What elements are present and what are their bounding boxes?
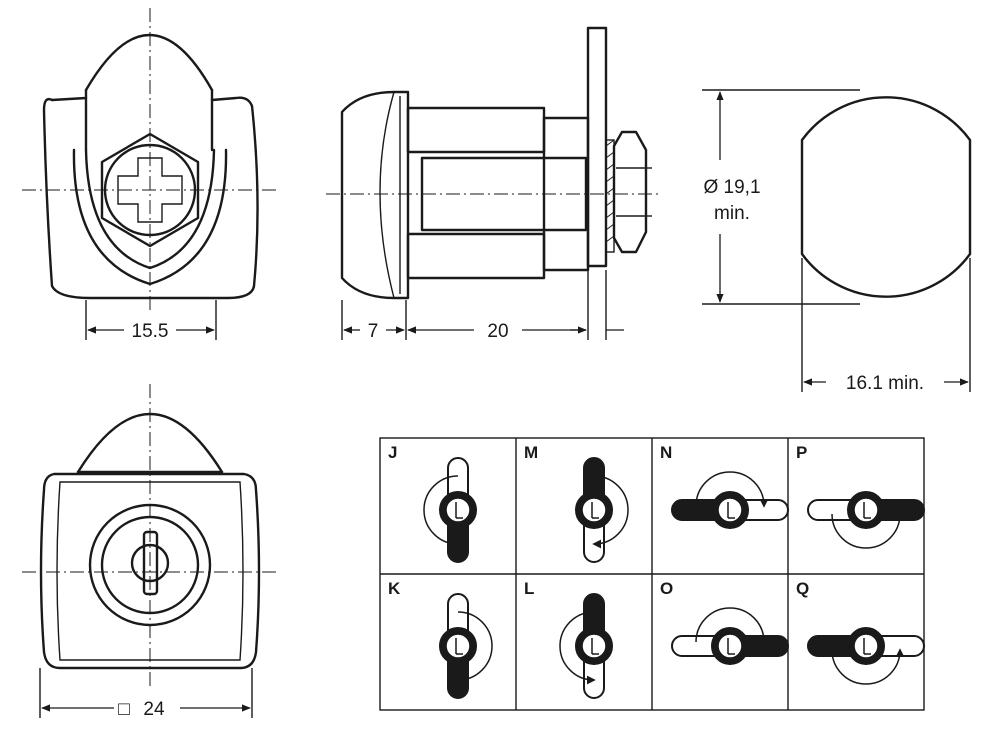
rotation-cell-letter: K bbox=[388, 579, 401, 598]
thread-hatching bbox=[605, 139, 615, 243]
rotation-cell-m: M bbox=[524, 443, 629, 563]
rotation-table bbox=[379, 437, 925, 711]
rotation-cell-p: P bbox=[796, 443, 925, 549]
rotation-cell-q: Q bbox=[796, 579, 925, 685]
rotation-cell-letter: L bbox=[524, 579, 534, 598]
rotation-cell-o: O bbox=[660, 579, 789, 665]
key-slot bbox=[727, 638, 735, 655]
rotation-cell-n: N bbox=[660, 443, 789, 529]
rotation-cell-letter: P bbox=[796, 443, 807, 462]
rotation-cell-letter: Q bbox=[796, 579, 809, 598]
rotation-arrow-icon bbox=[423, 475, 460, 549]
rotation-arrow-icon bbox=[831, 648, 905, 685]
lock-core bbox=[581, 633, 607, 659]
key-slot bbox=[455, 638, 463, 655]
key-slot bbox=[455, 502, 463, 519]
rotation-arrow-icon bbox=[831, 512, 905, 549]
rear-view: □ 24 bbox=[22, 384, 278, 720]
square-face-dimension: 24 bbox=[143, 699, 165, 720]
rotation-arrow-icon bbox=[695, 607, 769, 644]
body-length-dimension: 20 bbox=[487, 321, 508, 342]
lock-core bbox=[445, 497, 471, 523]
rotation-cell-letter: N bbox=[660, 443, 672, 462]
lock-core bbox=[717, 633, 743, 659]
rotation-arrow-icon bbox=[456, 611, 493, 685]
rotation-cells: J M N P K L O Q bbox=[388, 443, 925, 699]
lock-core bbox=[853, 633, 879, 659]
rotation-cell-letter: M bbox=[524, 443, 538, 462]
rotation-cell-l: L bbox=[524, 579, 613, 699]
front-view: 15.5 bbox=[22, 8, 278, 342]
key-slot bbox=[863, 502, 871, 519]
front-width-dimension: 15.5 bbox=[132, 321, 169, 342]
key-slot bbox=[591, 638, 599, 655]
cutout-diameter-min-label: min. bbox=[714, 203, 750, 224]
lock-core bbox=[717, 497, 743, 523]
lock-core bbox=[853, 497, 879, 523]
rotation-cell-j: J bbox=[388, 443, 477, 563]
cap-depth-dimension: 7 bbox=[368, 321, 379, 342]
panel-cutout-view: Ø 19,1 min. 16.1 min. bbox=[702, 89, 972, 394]
cutout-width-dimension: 16.1 min. bbox=[846, 373, 924, 394]
key-slot bbox=[591, 502, 599, 519]
square-symbol: □ bbox=[118, 699, 130, 720]
rotation-arrow-icon bbox=[559, 611, 596, 685]
cutout-diameter-dimension: Ø 19,1 bbox=[703, 177, 760, 198]
rotation-arrow-icon bbox=[695, 471, 769, 508]
side-view: 7 20 bbox=[326, 26, 660, 342]
key-slot bbox=[727, 502, 735, 519]
rotation-arrow-icon bbox=[592, 475, 629, 549]
rotation-cell-k: K bbox=[388, 579, 493, 699]
key-slot bbox=[863, 638, 871, 655]
lock-core bbox=[445, 633, 471, 659]
rotation-cell-letter: J bbox=[388, 443, 397, 462]
rotation-cell-letter: O bbox=[660, 579, 673, 598]
lock-core bbox=[581, 497, 607, 523]
